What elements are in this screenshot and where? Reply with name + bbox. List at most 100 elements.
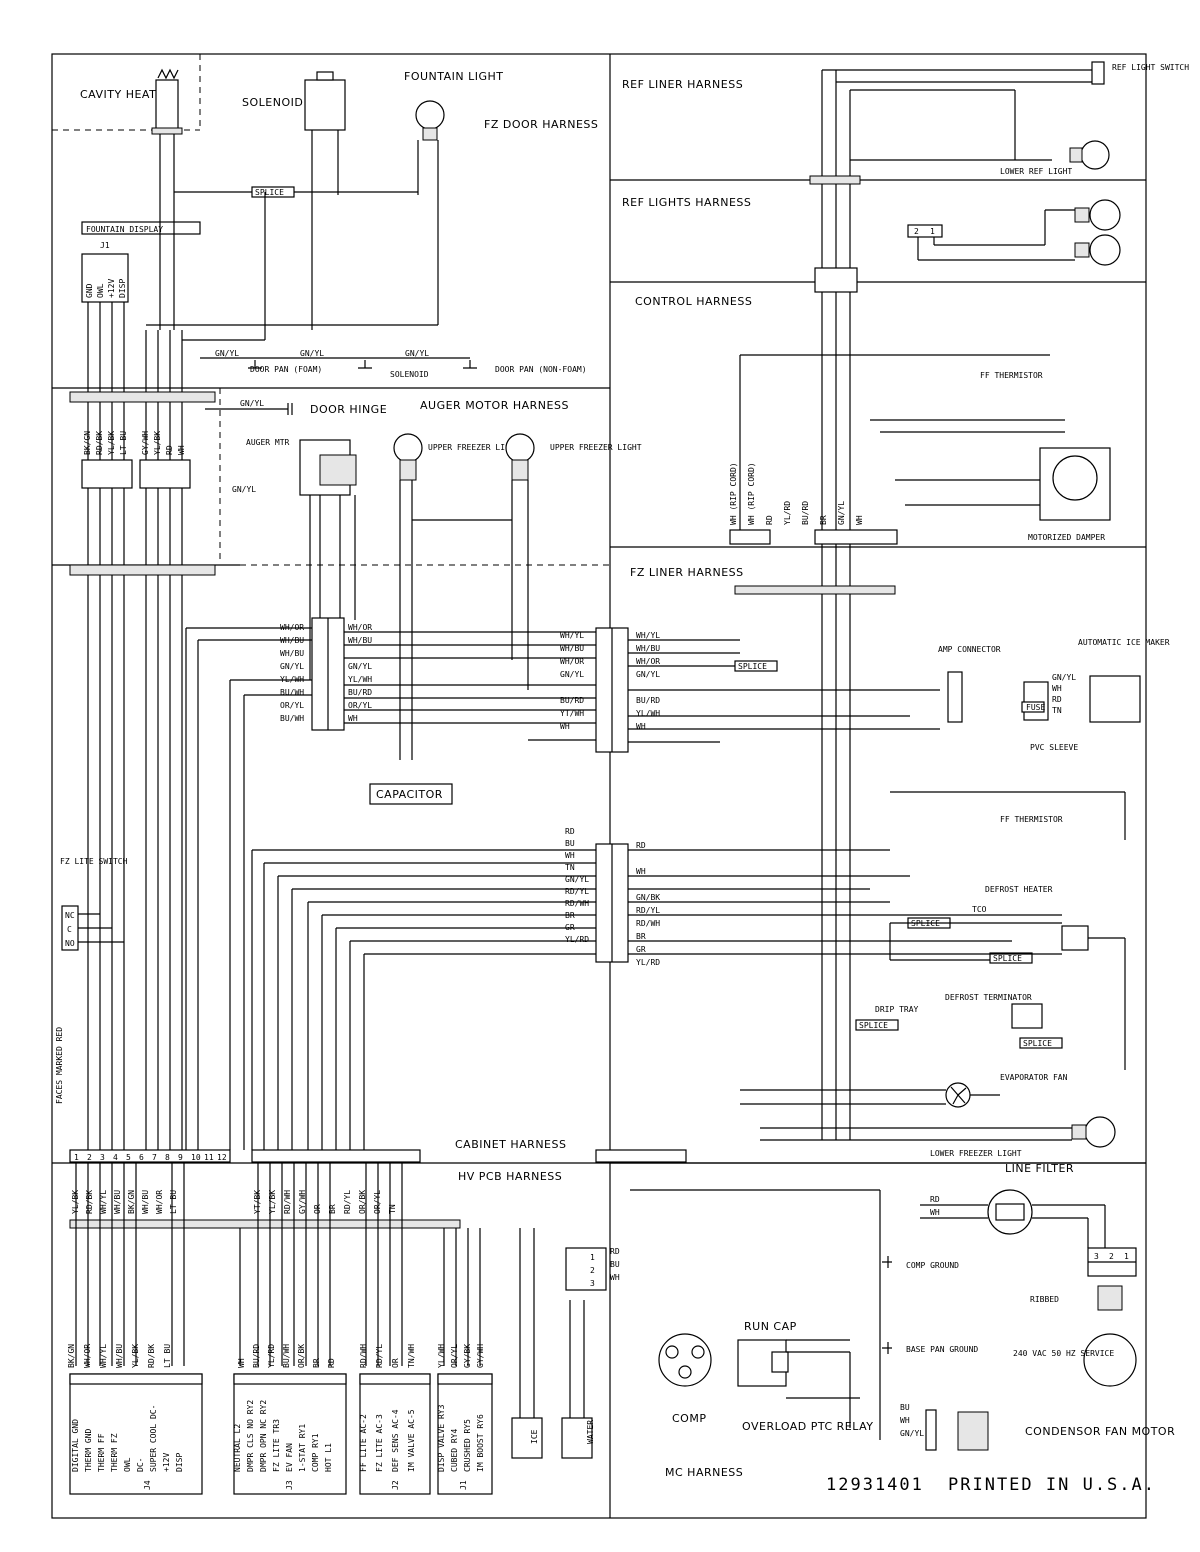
condensor-wire-label: WH [900, 1416, 910, 1425]
cabinet-wire-label: GN/YL [565, 875, 589, 884]
hv-wire-label: OR/BK [358, 1190, 367, 1214]
j4-pin-label: THERM FZ [110, 1433, 119, 1472]
automatic-ice-maker-icon [1089, 675, 1141, 723]
upper-freezer-light-1-label: UPPER FREEZER LIGHT [428, 443, 520, 452]
hv-pin-number: 1 [74, 1153, 79, 1162]
hv-pin-number: 8 [165, 1153, 170, 1162]
control-wire-label: WH (RIP CORD) [747, 462, 756, 525]
auger-wire-label: YL/WH [348, 675, 372, 684]
svg-text:C: C [67, 925, 72, 934]
diagram-border [51, 53, 1147, 1519]
cabinet-wire-label: BR [636, 932, 646, 941]
service-pin-number: 3 [1094, 1252, 1099, 1261]
ice-maker-wire-label: RD [1052, 695, 1062, 704]
auger-wire-label: GN/YL [280, 662, 304, 671]
j2-label: J2 [391, 1480, 400, 1490]
j3-pin-label: DMPR CLS NO RY2 [246, 1400, 255, 1472]
line-filter-icon [987, 1189, 1033, 1235]
j4-wire-label: WH/YL [99, 1344, 108, 1368]
ref-light-switch-icon [1091, 61, 1105, 85]
j4-pin-label: THERM FF [97, 1433, 106, 1472]
j2-pin-label: FF LITE AC-2 [359, 1414, 368, 1472]
svg-text:GN/YL: GN/YL [300, 349, 324, 358]
j3-pin-label: EV FAN [285, 1443, 294, 1472]
line-filter-wire-label: RD [930, 1195, 940, 1204]
condensor-wire-label: BU [900, 1403, 910, 1412]
j4-connector [69, 1373, 203, 1495]
hv-wire-label: WH/BU [113, 1190, 122, 1214]
fz-left-connector-a [81, 459, 133, 489]
fz-liner-wire-label: WH/OR [560, 657, 584, 666]
auger-wire-label: OR/YL [280, 701, 304, 710]
control-connector-b [814, 529, 898, 545]
hv-pin-number: 10 [191, 1153, 201, 1162]
j3-pin-label: NEUTRAL L2 [233, 1424, 242, 1472]
printed-label: PRINTED IN U.S.A. [948, 1475, 1156, 1495]
j3-wire-label: RD [327, 1358, 336, 1368]
j4-pin-label: THERM GND [84, 1428, 93, 1472]
cabinet-wire-label: GR [636, 945, 646, 954]
cabinet-wire-label: RD [565, 827, 575, 836]
hv-pin-number: 3 [100, 1153, 105, 1162]
fz-left-wire-label: YL/BK [107, 431, 116, 455]
j4-pin-label: DIGITAL GND [71, 1419, 80, 1472]
svg-text:J1: J1 [100, 241, 110, 250]
evaporator-fan-label: EVAPORATOR FAN [1000, 1073, 1068, 1082]
j1-pcb-pin-label: CRUSHED RY5 [463, 1419, 472, 1472]
hv-pin-number: 4 [113, 1153, 118, 1162]
cabinet-wire-label: YL/RD [565, 935, 589, 944]
ref-light-bulb-2-icon [1089, 234, 1121, 266]
j3-pin-label: 1-STAT RY1 [298, 1424, 307, 1472]
bundle-band-2 [69, 564, 216, 576]
fz-liner-wire-label: WH/OR [636, 657, 660, 666]
door-pan-foam-label: DOOR PAN (FOAM) [250, 365, 322, 374]
fz-liner-wire-label: WH/YL [636, 631, 660, 640]
hv-pcb-connector-b [251, 1149, 421, 1163]
cabinet-wire-label: WH [636, 867, 646, 876]
cavity-heater-element [155, 79, 179, 131]
hv-wire-label: WH/BU [141, 1190, 150, 1214]
hv-bundle-band [69, 1219, 461, 1229]
j3-wire-label: BU/WH [282, 1344, 291, 1368]
auger-wire-label: OR/YL [348, 701, 372, 710]
fz-left-wire-label: GY/WH [141, 431, 150, 455]
j4-wire-label: YL/BK [131, 1344, 140, 1368]
base-pan-ground-icon [882, 1342, 892, 1354]
j4-pin-label: DISP [175, 1453, 184, 1472]
control-wire-label: BR [819, 515, 828, 525]
service-plug-icon [1083, 1333, 1137, 1387]
fz-left-wire-label: WH [177, 445, 186, 455]
cabinet-wire-label: YL/RD [636, 958, 660, 967]
svg-text:SPLICE: SPLICE [738, 662, 767, 671]
hv-wire-label: GY/WH [298, 1190, 307, 1214]
automatic-ice-maker-label: AUTOMATIC ICE MAKER [1078, 638, 1170, 647]
cabinet-wire-label: RD/YL [636, 906, 660, 915]
j1-pcb-wire-label: GY/BK [463, 1344, 472, 1368]
auger-wire-label: GN/YL [348, 662, 372, 671]
upper-freezer-light-2-icon [505, 433, 535, 463]
upper-freezer-light-1-icon [393, 433, 423, 463]
cabinet-wire-label: TN [565, 863, 575, 872]
svg-text:SPLICE: SPLICE [993, 954, 1022, 963]
j1-connector [81, 253, 129, 303]
line-filter-wire-label: WH [930, 1208, 940, 1217]
fz-left-connector-b [139, 459, 191, 489]
fz-left-wire-label: RD/BK [95, 431, 104, 455]
cavity-heater-icon [157, 68, 179, 80]
mc-wire-label: BU [610, 1260, 620, 1269]
svg-text:SPLICE: SPLICE [1023, 1039, 1052, 1048]
fz-left-wire-label: YL/BK [153, 431, 162, 455]
service-pin-number: 1 [1124, 1252, 1129, 1261]
auger-wire-label: BU/RD [348, 688, 372, 697]
defrost-terminator-icon [1011, 1003, 1043, 1029]
hv-wire-label: WH/OR [155, 1190, 164, 1214]
svg-text:SPLICE: SPLICE [859, 1021, 888, 1030]
hv-wire-label: RD/YL [343, 1190, 352, 1214]
control-wire-label: RD [765, 515, 774, 525]
lower-ref-light-icon [1080, 140, 1110, 170]
j2-wire-label: TN/WH [407, 1344, 416, 1368]
fz-liner-wire-label: GN/YL [636, 670, 660, 679]
fountain-light-bulb-icon [415, 100, 445, 130]
